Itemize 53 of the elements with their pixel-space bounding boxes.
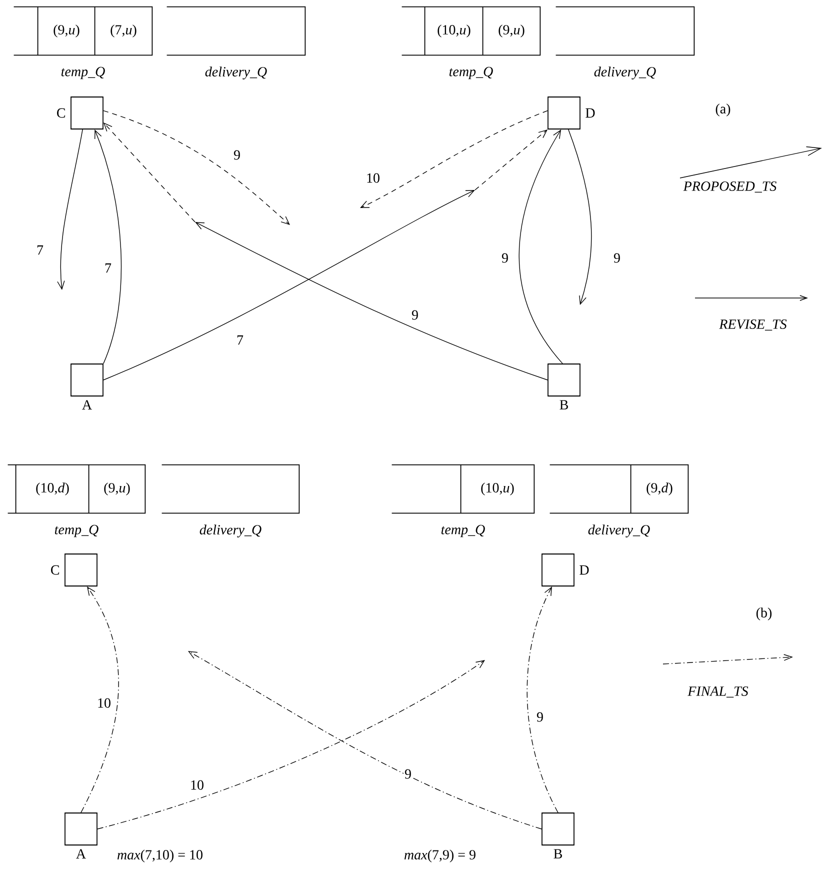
queue-cell: (7,u) [94,6,136,56]
edge-label: 9 [410,309,420,321]
arrow [103,110,290,225]
queue-cell: (9,u) [37,6,80,56]
edge-label: 10 [189,779,205,791]
queue-label: temp_Q [61,66,105,80]
process-label: B [560,400,568,410]
caption-text: max(7,9) = 9 [404,850,476,862]
caption-text: (a) [716,104,730,116]
edge-label: 9 [536,711,544,723]
edge-label: 9 [232,149,242,161]
queue-cell: (10,u) [460,464,514,514]
arrow [360,110,548,208]
process-label: C [51,565,60,575]
edge-label: 7 [36,244,44,256]
process-label: A [82,400,92,410]
queue-cell: (9,d) [630,464,672,514]
arrow [97,660,485,830]
edge-label: 9 [612,252,622,264]
edge-label: 7 [104,262,112,274]
process-label: C [57,108,66,118]
arrow [188,651,542,830]
edge-label: 10 [96,697,112,709]
caption-text: max(7,10) = 10 [117,850,202,862]
queue-label: temp_Q [54,524,98,538]
legend-label: REVISE_TS [719,319,787,331]
caption-text: (b) [756,608,772,620]
arrow [526,586,558,813]
queue-cell: (9,u) [88,464,130,514]
arrow [94,129,122,364]
arrow [568,129,592,305]
arrow [57,129,83,290]
queue-label: temp_Q [449,66,493,80]
process-label: D [580,565,589,575]
queue-label: delivery_Q [200,524,262,538]
queue-label: delivery_Q [588,524,650,538]
queue-label: delivery_Q [594,66,656,80]
edge-label: 9 [500,252,510,264]
legend-label: FINAL_TS [688,686,748,698]
edge-label: 9 [404,768,412,780]
arrow [518,129,563,364]
edge-label: 10 [365,172,381,184]
process-label: B [554,849,562,858]
process-label: A [76,849,86,858]
arrow [80,586,119,813]
queue-label: delivery_Q [205,66,267,80]
queue-cell: (9,u) [482,6,524,56]
queue-cell: (10,u) [424,6,470,56]
queue-label: temp_Q [441,524,485,538]
queue-cell: (10,d) [15,464,69,514]
process-label: D [586,108,595,118]
legend-label: PROPOSED_TS [683,181,776,193]
edge-label: 7 [236,334,244,346]
